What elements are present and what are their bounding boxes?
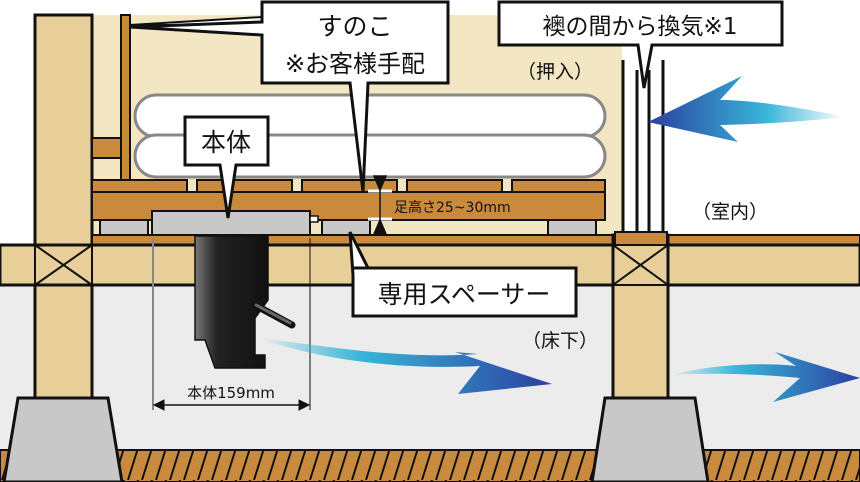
foundation-middle	[590, 396, 710, 482]
middle-post	[611, 233, 670, 407]
sunoko-note-label: ※お客様手配	[285, 50, 425, 78]
body-label: 本体	[201, 128, 251, 157]
spacer-label: 専用スペーサー	[378, 280, 551, 309]
sunoko-slats	[91, 179, 606, 221]
leg-height-label: 足高さ25~30mm	[394, 199, 511, 216]
body-duct	[194, 235, 269, 369]
fusuma-vent-label: 襖の間から換気※1	[543, 14, 738, 40]
left-post	[33, 13, 94, 407]
closet-frame	[91, 137, 123, 159]
body-width-label: 本体159mm	[187, 384, 275, 402]
callout-body: 本体	[183, 115, 270, 219]
closet-thin-post	[120, 14, 131, 184]
body-unit-top	[151, 210, 311, 236]
fusuma-doors	[621, 60, 665, 232]
ground-hatch	[0, 449, 860, 482]
leg-height-dimension	[368, 175, 392, 235]
spacers	[99, 219, 597, 236]
foundation-left	[2, 396, 124, 482]
joist-cross-left	[34, 244, 93, 286]
airflow-arrow-underfloor	[258, 338, 552, 394]
callout-sunoko: すのこ ※お客様手配	[129, 0, 450, 193]
oshiire-label: （押入）	[517, 61, 593, 83]
callout-spacer: 専用スペーサー	[348, 231, 578, 318]
underfloor-label: （床下）	[522, 330, 598, 352]
airflow-arrow-inlet	[648, 76, 845, 142]
airflow-arrow-underfloor-right	[670, 352, 860, 402]
sunoko-label: すのこ	[317, 12, 392, 41]
body-width-dimension	[152, 238, 311, 411]
body-connector	[309, 215, 319, 223]
indoor-label: （室内）	[692, 201, 768, 223]
callout-fusuma: 襖の間から換気※1	[497, 0, 784, 89]
threshold	[614, 231, 668, 246]
